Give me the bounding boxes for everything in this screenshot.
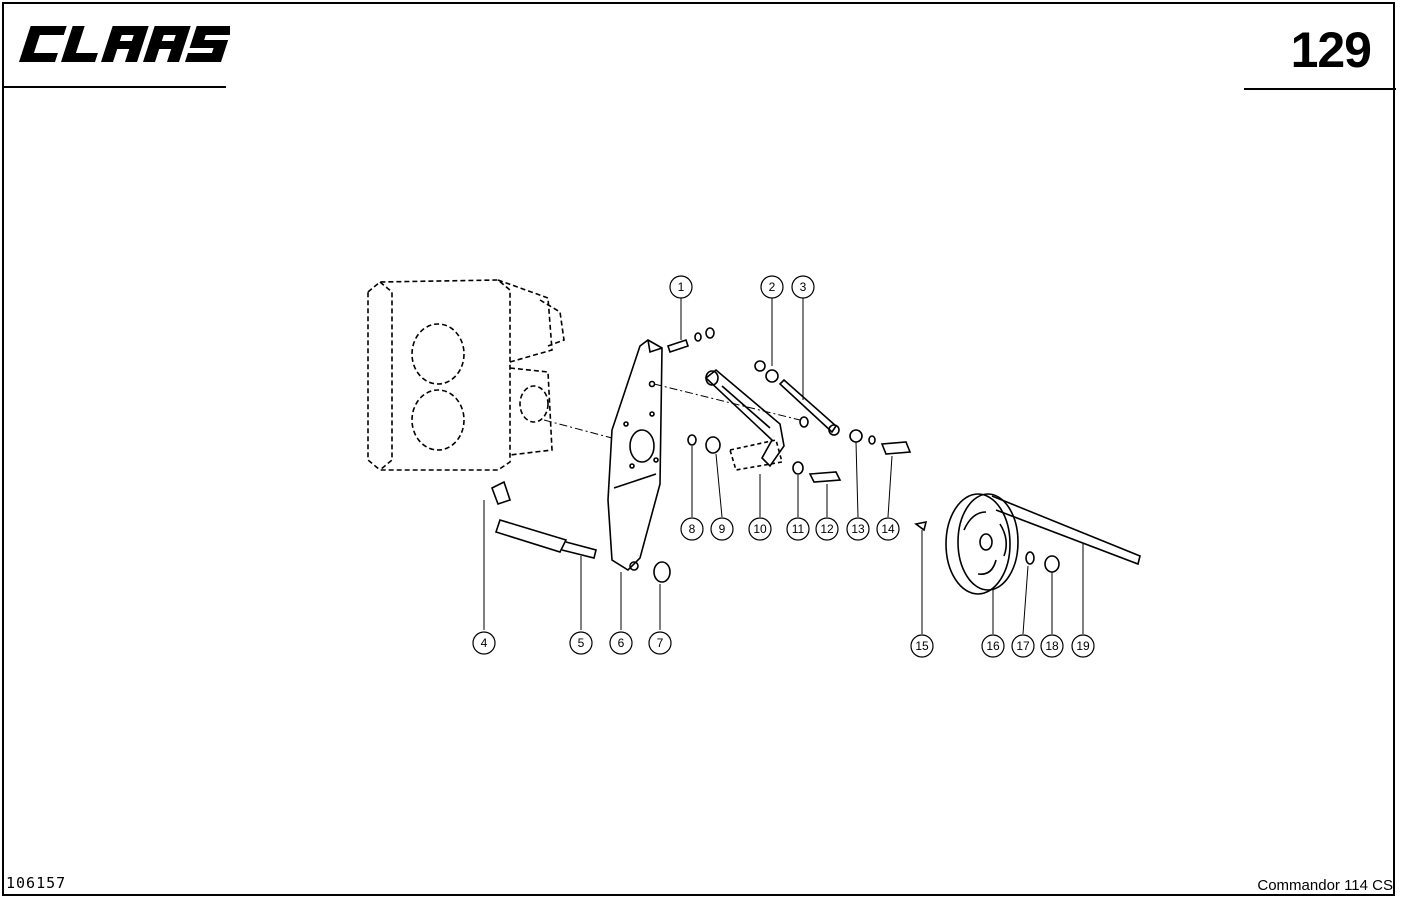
bolt-4: [490, 480, 512, 506]
callout-label-16: 16: [986, 639, 1000, 653]
callout-label-9: 9: [719, 522, 726, 536]
tensioner-arm: [704, 368, 785, 468]
callout-label-2: 2: [769, 280, 776, 294]
callout-7: [648, 631, 672, 655]
callout-18: [1040, 634, 1064, 658]
callout-label-4: 4: [481, 636, 488, 650]
callout-3: [791, 275, 815, 299]
callout-8: [680, 517, 704, 541]
callout-label-15: 15: [915, 639, 929, 653]
washer-8: [687, 434, 697, 446]
nut-9: [705, 436, 721, 454]
document-number: 106157: [6, 874, 67, 892]
callout-13: [846, 517, 870, 541]
callout-label-14: 14: [881, 522, 895, 536]
pin-5: [494, 519, 597, 559]
nut-7: [653, 561, 671, 583]
callout-17: [1011, 634, 1035, 658]
gearbox-housing: [367, 279, 565, 471]
callout-12: [815, 517, 839, 541]
washer-11: [792, 461, 804, 475]
callouts: [472, 275, 1095, 658]
pulley-16: [945, 493, 1019, 595]
washer-17: [1025, 551, 1035, 565]
callout-19: [1071, 634, 1095, 658]
callout-label-7: 7: [657, 636, 664, 650]
callout-11: [786, 517, 810, 541]
callout-5: [569, 631, 593, 655]
callout-1: [669, 275, 693, 299]
callout-14: [876, 517, 900, 541]
callout-10: [748, 517, 772, 541]
callout-label-19: 19: [1076, 639, 1090, 653]
callout-15: [910, 634, 934, 658]
callout-label-1: 1: [678, 280, 685, 294]
callout-label-10: 10: [753, 522, 767, 536]
bracket-plate: [607, 339, 663, 572]
bolt-1: [666, 327, 715, 354]
claas-logo: [19, 26, 230, 62]
callout-label-17: 17: [1016, 639, 1030, 653]
header-rule-right: [1244, 88, 1396, 90]
rod-3: [778, 378, 840, 436]
callout-label-11: 11: [792, 522, 805, 536]
nut-18: [1044, 555, 1060, 573]
callout-4: [472, 631, 496, 655]
page-number: 129: [1290, 22, 1372, 78]
callout-label-3: 3: [800, 280, 807, 294]
key-15: [914, 520, 928, 532]
header-rule-left: [2, 86, 226, 88]
callout-label-18: 18: [1045, 639, 1059, 653]
callout-label-5: 5: [578, 636, 585, 650]
callout-label-13: 13: [851, 522, 865, 536]
bolt-12: [808, 471, 842, 483]
callout-9: [710, 517, 734, 541]
slotted-plate: [728, 439, 784, 471]
model-name: Commandor 114 CS: [1257, 877, 1393, 894]
callout-label-8: 8: [689, 522, 696, 536]
callout-label-6: 6: [618, 636, 625, 650]
callout-label-12: 12: [820, 522, 834, 536]
callout-2: [760, 275, 784, 299]
belt-19: [991, 495, 1141, 566]
nut-2: [754, 360, 779, 383]
callout-6: [609, 631, 633, 655]
callout-16: [981, 634, 1005, 658]
bolt-14: [880, 441, 912, 455]
